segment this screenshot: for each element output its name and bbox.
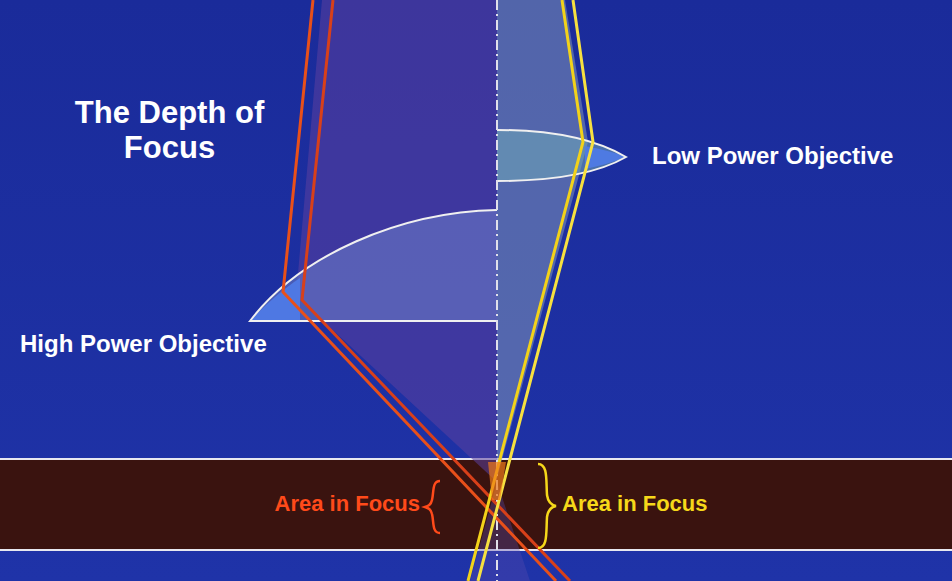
objective-label: Low Power Objective bbox=[652, 142, 893, 170]
objective-label-holder: Low Power Objective bbox=[652, 142, 893, 170]
objective-label: High Power Objective bbox=[20, 330, 267, 358]
diagram-title: The Depth of Focus bbox=[62, 96, 277, 165]
focus-label: Area in Focus bbox=[275, 491, 420, 517]
diagram-title-holder: The Depth of Focus bbox=[62, 96, 277, 165]
focus-label-holder: Area in Focus bbox=[275, 491, 420, 517]
objective-label-holder: High Power Objective bbox=[20, 330, 267, 358]
focus-label-holder: Area in Focus bbox=[562, 491, 707, 517]
focus-label: Area in Focus bbox=[562, 491, 707, 517]
